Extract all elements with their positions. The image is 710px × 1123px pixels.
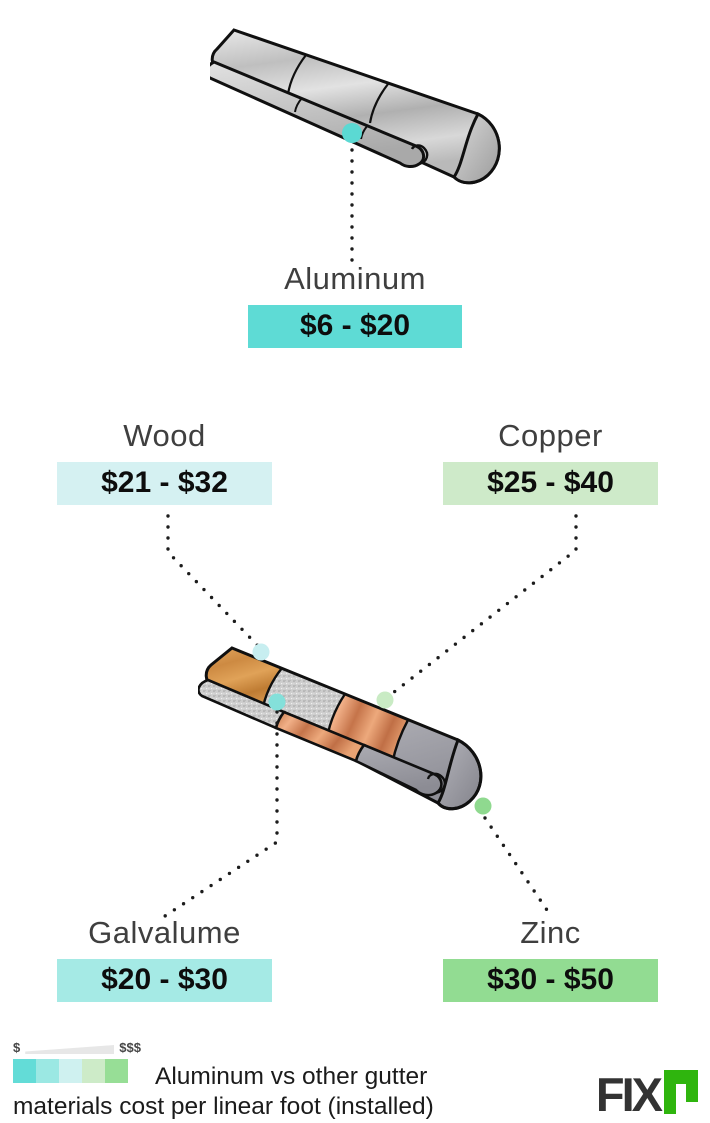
material-name-galvalume: Galvalume — [88, 915, 241, 950]
galvalume-segment — [262, 668, 345, 745]
material-name-copper: Copper — [498, 418, 603, 453]
material-name-wood: Wood — [123, 418, 206, 453]
footer: $ $$$ Aluminum vs other gutter materials… — [13, 1041, 495, 1122]
cost-wedge-icon — [25, 1045, 115, 1054]
wood-connector — [166, 514, 260, 648]
fixr-logo-text: FIX — [595, 1068, 663, 1122]
legend-swatch-2 — [59, 1059, 82, 1083]
aluminum-gutter-illustration — [210, 28, 501, 185]
legend-swatch-0 — [13, 1059, 36, 1083]
legend-color-scale — [13, 1059, 141, 1083]
legend-swatch-1 — [36, 1059, 59, 1083]
legend-high-label: $$$ — [119, 1040, 141, 1055]
fixr-logo-r-icon — [664, 1070, 698, 1114]
callout-zinc: Zinc $30 - $50 — [443, 915, 658, 1003]
multi-material-gutter-illustration — [198, 646, 483, 811]
price-range-zinc: $30 - $50 — [443, 959, 658, 1003]
gutter-lip-zinc — [354, 743, 443, 797]
price-range-galvalume: $20 - $30 — [57, 959, 272, 1003]
fixr-logo: FIX — [595, 1068, 698, 1122]
price-range-copper: $25 - $40 — [443, 462, 658, 506]
price-range-wood: $21 - $32 — [57, 462, 272, 506]
cost-legend: $ $$$ — [13, 1041, 141, 1083]
zinc-connector — [483, 816, 553, 918]
callout-wood: Wood $21 - $32 — [57, 418, 272, 506]
callout-copper: Copper $25 - $40 — [443, 418, 658, 506]
legend-swatch-4 — [105, 1059, 128, 1083]
wood-segment — [206, 648, 282, 712]
material-name-zinc: Zinc — [520, 915, 581, 950]
price-range-aluminum: $6 - $20 — [248, 305, 462, 349]
chart-caption: Aluminum vs other gutter materials cost … — [13, 1063, 434, 1120]
material-name-aluminum: Aluminum — [284, 261, 426, 296]
callout-aluminum: Aluminum $6 - $20 — [248, 261, 462, 349]
legend-swatch-3 — [82, 1059, 105, 1083]
callout-galvalume: Galvalume $20 - $30 — [57, 915, 272, 1003]
legend-low-label: $ — [13, 1040, 21, 1055]
